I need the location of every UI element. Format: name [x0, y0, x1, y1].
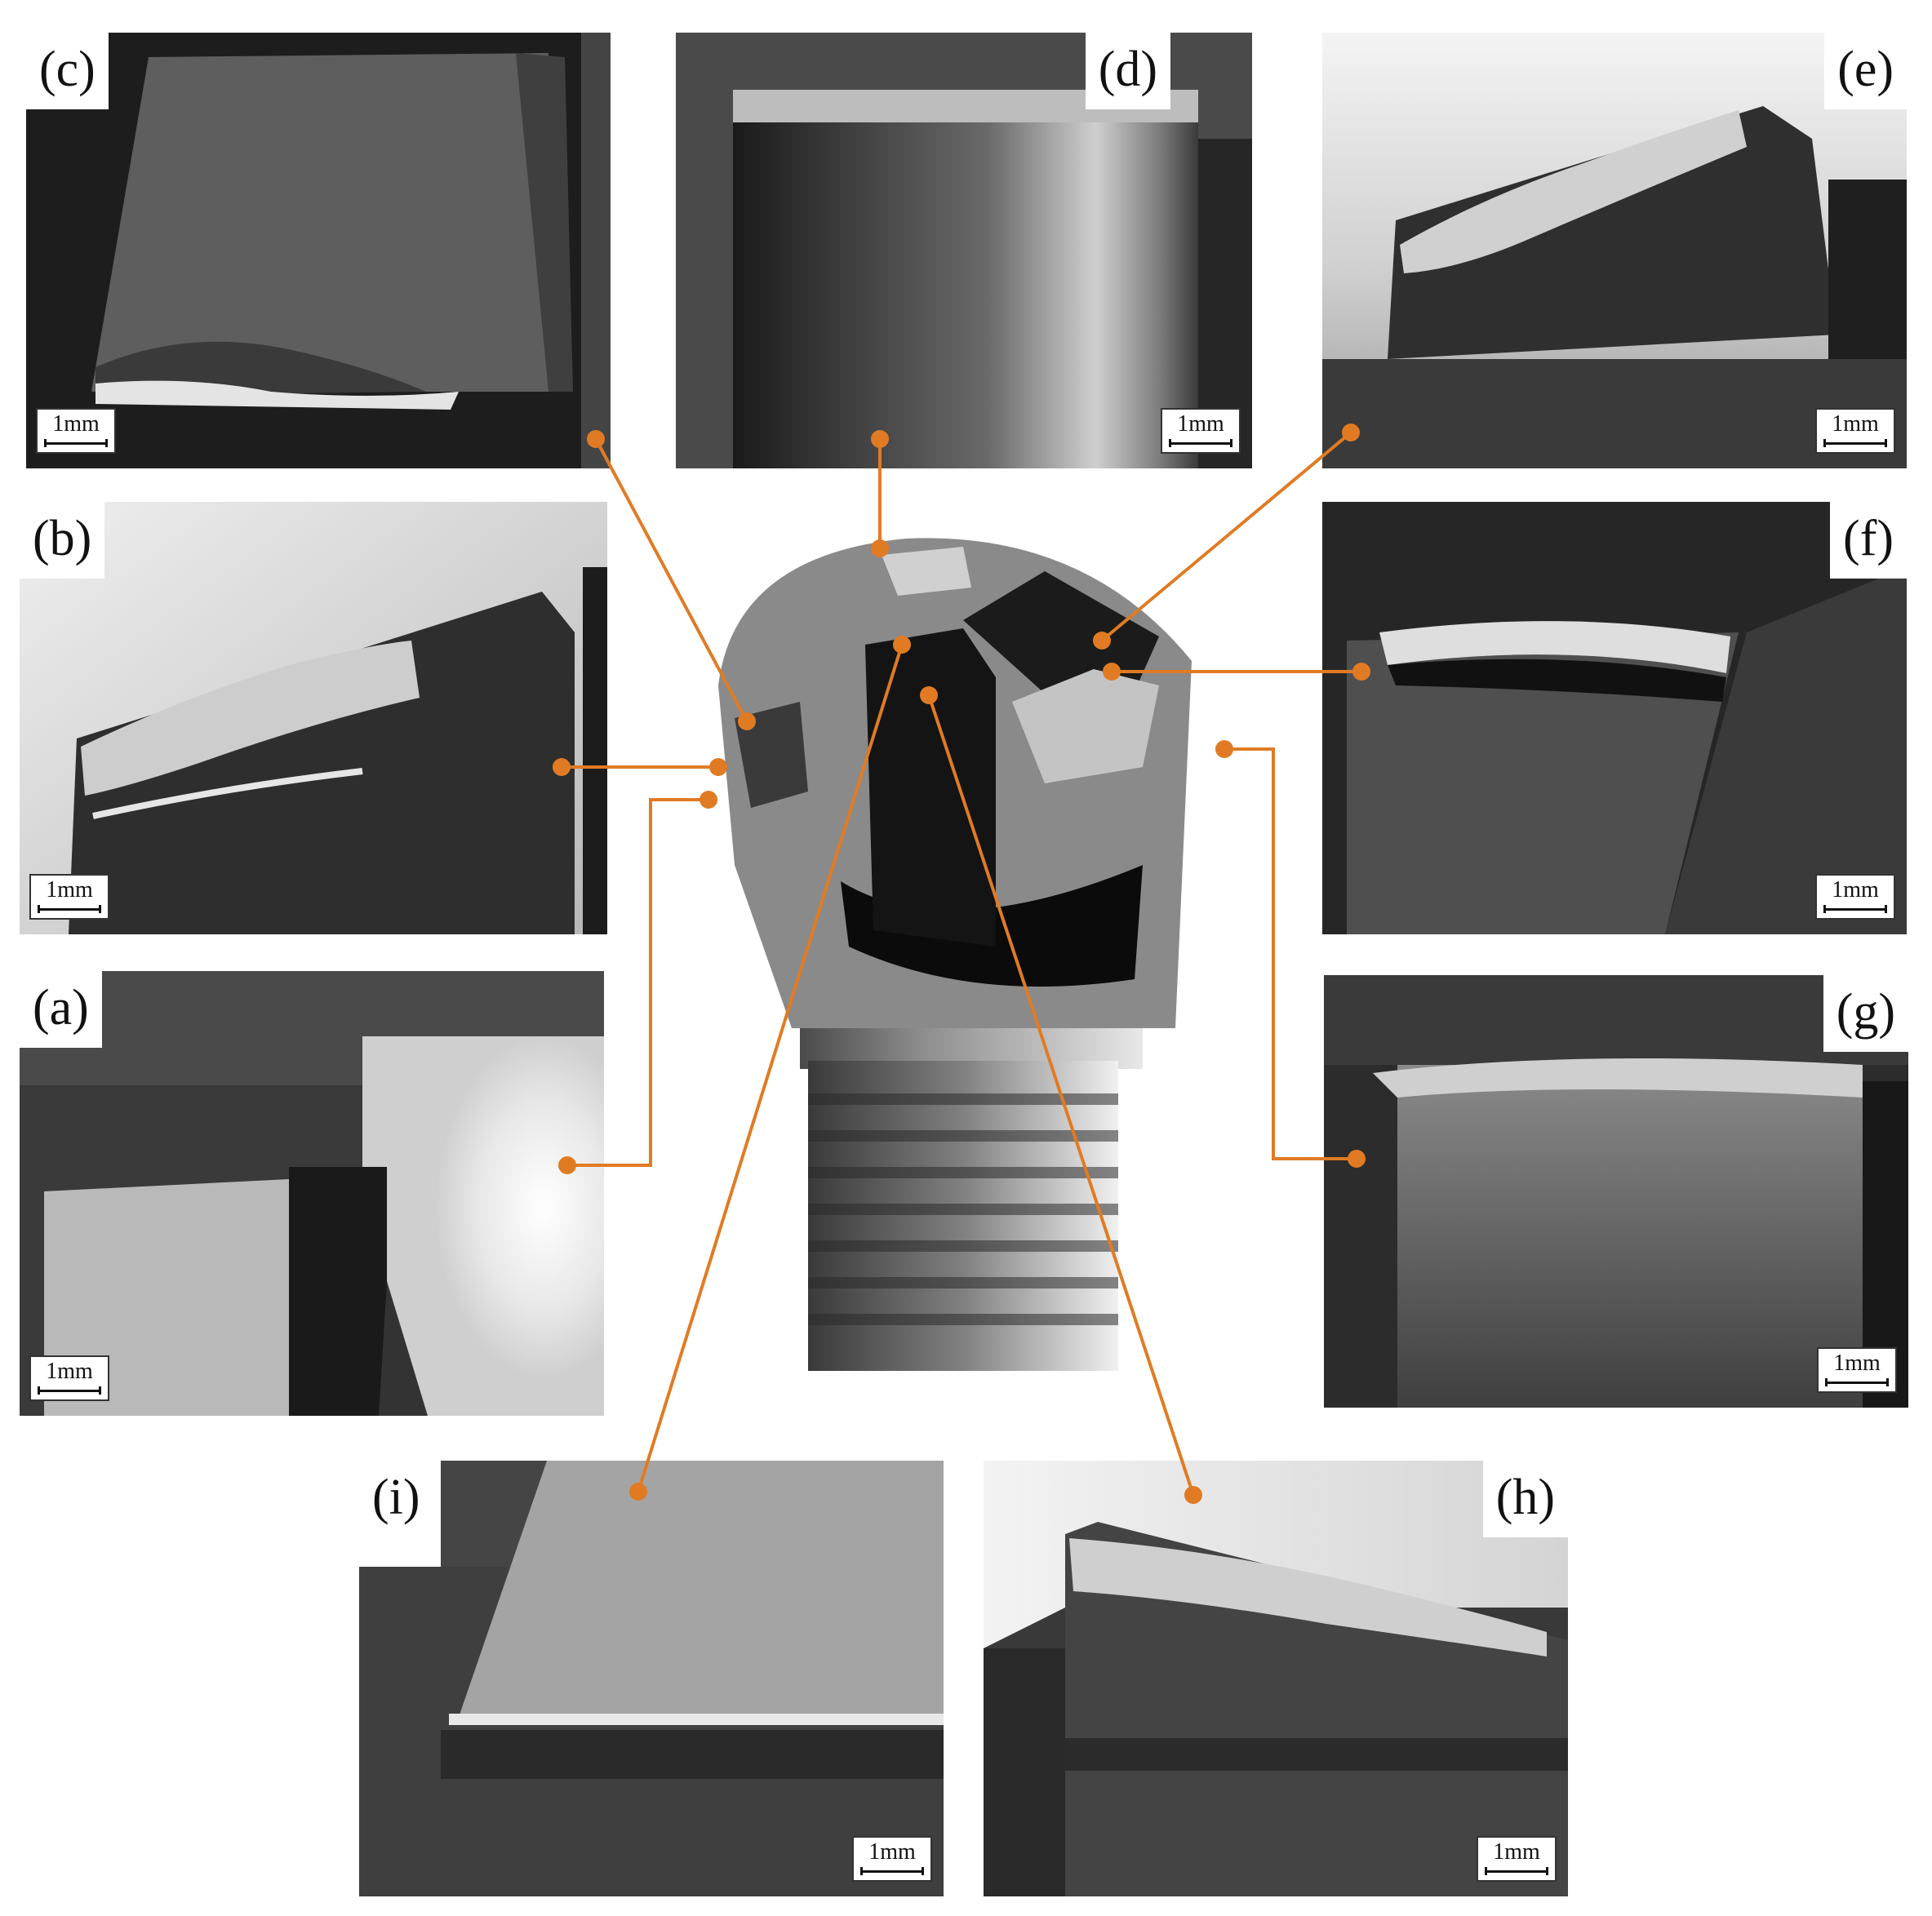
panel-c-photo — [26, 33, 611, 468]
panel-h-scale-text: 1mm — [1493, 1839, 1540, 1865]
panel-b: (b) 1mm — [20, 502, 607, 934]
panel-b-scale-bar — [38, 905, 101, 913]
panel-e-scale-text: 1mm — [1832, 411, 1879, 437]
panel-g: (g) 1mm — [1324, 975, 1908, 1408]
panel-i-label: (i) — [359, 1461, 433, 1537]
panel-h: (h) 1mm — [984, 1461, 1568, 1896]
panel-d-scale-text: 1mm — [1177, 411, 1224, 437]
panel-g-photo — [1324, 975, 1908, 1408]
panel-a-photo — [20, 971, 604, 1416]
panel-e-scalebar: 1mm — [1815, 408, 1895, 454]
panel-h-label: (h) — [1482, 1461, 1568, 1537]
panel-b-scalebar: 1mm — [29, 874, 109, 920]
panel-b-label: (b) — [20, 502, 105, 579]
panel-e-scale-bar — [1823, 439, 1887, 447]
panel-d-scalebar: 1mm — [1161, 408, 1241, 454]
panel-c-scale-bar — [44, 439, 108, 447]
panel-i: (i) 1mm — [359, 1461, 944, 1896]
panel-a-scalebar: 1mm — [29, 1355, 109, 1401]
panel-f-photo — [1322, 502, 1907, 934]
panel-c-label: (c) — [26, 33, 109, 109]
panel-g-label: (g) — [1823, 975, 1908, 1052]
panel-g-scale-text: 1mm — [1833, 1351, 1881, 1376]
panel-b-scale-text: 1mm — [46, 877, 93, 903]
panel-d-label: (d) — [1085, 33, 1170, 109]
panel-b-photo — [20, 502, 607, 934]
tool-insert-d — [882, 547, 971, 596]
panel-f: (f) 1mm — [1322, 502, 1907, 934]
panel-i-scale-bar — [860, 1867, 924, 1875]
panel-i-scalebar: 1mm — [852, 1836, 932, 1882]
panel-i-photo — [359, 1461, 944, 1896]
panel-e-label: (e) — [1824, 33, 1907, 109]
panel-h-scalebar: 1mm — [1477, 1836, 1557, 1882]
panel-c-scale-text: 1mm — [52, 411, 100, 437]
panel-g-scale-bar — [1825, 1378, 1889, 1386]
panel-a-label: (a) — [20, 971, 102, 1048]
panel-a: (a) 1mm — [20, 971, 604, 1416]
panel-i-scale-text: 1mm — [868, 1839, 916, 1865]
panel-e-photo — [1322, 33, 1907, 468]
panel-f-scale-text: 1mm — [1832, 877, 1879, 903]
panel-h-photo — [984, 1461, 1568, 1896]
panel-h-scale-bar — [1485, 1867, 1548, 1875]
panel-f-label: (f) — [1830, 502, 1907, 579]
panel-d-scale-bar — [1169, 439, 1232, 447]
drill-tool-photo — [718, 538, 1192, 1371]
panel-c-scalebar: 1mm — [36, 408, 116, 454]
panel-c: (c) 1mm — [26, 33, 611, 468]
panel-d: (d) 1mm — [676, 33, 1252, 468]
panel-e: (e) 1mm — [1322, 33, 1907, 468]
panel-g-scalebar: 1mm — [1817, 1347, 1897, 1393]
tool-center-insert — [865, 628, 996, 947]
panel-a-scale-text: 1mm — [46, 1359, 93, 1384]
panel-a-scale-bar — [38, 1386, 101, 1395]
panel-f-scalebar: 1mm — [1815, 874, 1895, 920]
panel-f-scale-bar — [1823, 905, 1887, 913]
